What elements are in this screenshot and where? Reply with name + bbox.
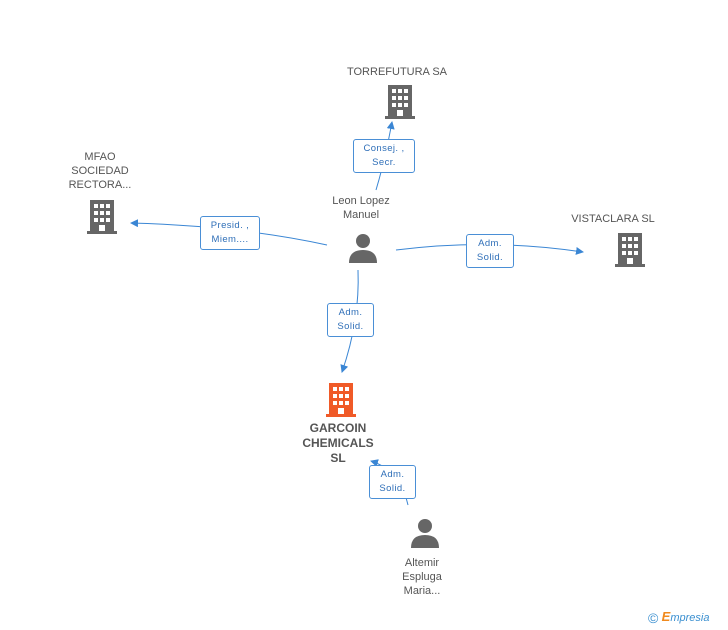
building-icon[interactable] [326,383,356,422]
building-icon[interactable] [87,200,117,239]
role-box-garcoin[interactable]: Adm. Solid. [327,303,374,337]
person-label-leon[interactable]: Leon Lopez Manuel [332,195,390,221]
company-label-mfao[interactable]: MFAO SOCIEDAD RECTORA... [68,151,132,191]
building-icon[interactable] [615,233,645,272]
company-label-garcoin[interactable]: GARCOIN CHEMICALS SL [302,421,374,465]
building-icon[interactable] [385,85,415,124]
role-box-altemir[interactable]: Adm. Solid. [369,465,416,499]
brand-name: mpresia [670,612,710,624]
role-box-vistaclara[interactable]: Adm. Solid. [466,234,514,268]
empresia-logo: © Empresia [648,609,709,626]
role-box-mfao[interactable]: Presid. , Miem.... [200,216,260,250]
person-icon[interactable] [348,233,378,268]
copyright-icon: © [648,609,659,626]
company-label-vistaclara[interactable]: VISTACLARA SL [571,213,655,225]
company-label-torrefutura[interactable]: TORREFUTURA SA [346,66,448,78]
person-icon[interactable] [410,518,440,553]
role-box-torrefutura[interactable]: Consej. , Secr. [353,139,415,173]
brand-initial: E [661,609,671,624]
person-label-altemir[interactable]: Altemir Espluga Maria... [402,557,442,597]
